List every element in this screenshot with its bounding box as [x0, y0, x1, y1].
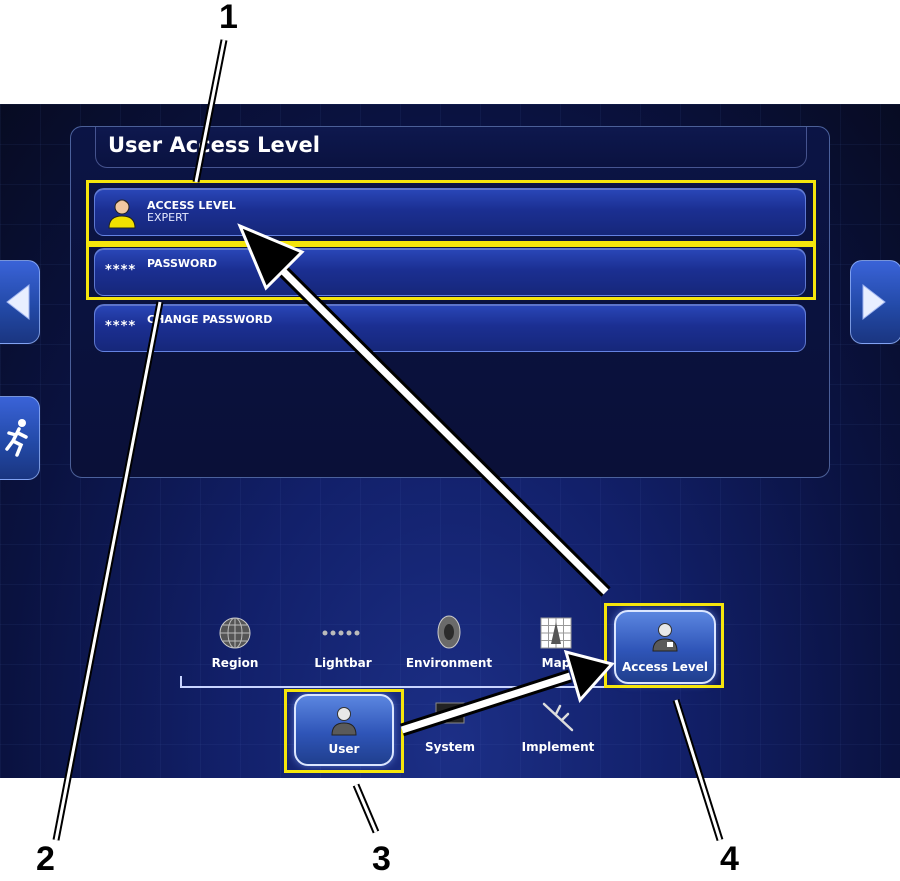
password-mask: **** — [105, 263, 137, 278]
environment-button[interactable]: Environment — [404, 615, 494, 676]
system-category-label: System — [425, 740, 475, 754]
map-grid-icon — [540, 617, 572, 649]
lightbar-label: Lightbar — [314, 656, 372, 670]
callout-1: 1 — [219, 0, 238, 36]
change-password-label: CHANGE PASSWORD — [147, 313, 273, 326]
callout-3: 3 — [372, 840, 391, 878]
implement-category-button[interactable]: Implement — [518, 700, 598, 760]
password-row[interactable]: **** PASSWORD — [94, 248, 806, 296]
access-level-button-label: Access Level — [622, 660, 708, 674]
implement-icon — [542, 702, 574, 732]
callout-2: 2 — [36, 840, 55, 878]
highlight-access-level-button — [604, 603, 724, 688]
access-level-button[interactable]: Access Level — [614, 610, 716, 684]
panel-title: User Access Level — [108, 133, 320, 157]
arrow-head-to-access-button — [563, 649, 615, 704]
change-password-mask: **** — [105, 319, 137, 334]
user-category-button[interactable]: User — [294, 694, 394, 766]
map-label: Map — [541, 656, 571, 670]
dots-icon — [322, 630, 360, 636]
exit-button[interactable] — [0, 396, 40, 480]
environment-label: Environment — [405, 656, 493, 670]
user-badge-icon — [652, 623, 678, 652]
implement-category-label: Implement — [521, 740, 595, 754]
region-label: Region — [211, 656, 259, 670]
user-access-panel: User Access Level — [70, 126, 830, 478]
change-password-row[interactable]: **** CHANGE PASSWORD — [94, 304, 806, 352]
user-yellow-icon — [108, 199, 136, 229]
running-man-icon — [5, 419, 28, 457]
user-category-label: User — [328, 742, 360, 756]
next-page-button[interactable] — [850, 260, 900, 344]
lightbar-button[interactable]: Lightbar — [308, 616, 378, 676]
user-icon — [331, 707, 357, 736]
triangle-right-icon — [862, 283, 886, 321]
access-level-row[interactable]: ACCESS LEVEL EXPERT — [94, 188, 806, 236]
highlight-password — [86, 244, 816, 300]
region-button[interactable]: Region — [200, 616, 270, 676]
access-level-value: EXPERT — [147, 211, 189, 224]
previous-page-button[interactable] — [0, 260, 40, 344]
password-label: PASSWORD — [147, 257, 218, 270]
callout-4: 4 — [720, 840, 739, 878]
panel-header: User Access Level — [95, 127, 807, 168]
highlight-access-level — [86, 180, 816, 244]
arrow-head-to-access-row — [237, 223, 305, 291]
speaker-icon — [437, 615, 461, 649]
access-level-label: ACCESS LEVEL — [147, 199, 236, 212]
map-button[interactable]: Map — [520, 616, 592, 676]
globe-icon — [219, 617, 251, 649]
triangle-left-icon — [6, 283, 30, 321]
